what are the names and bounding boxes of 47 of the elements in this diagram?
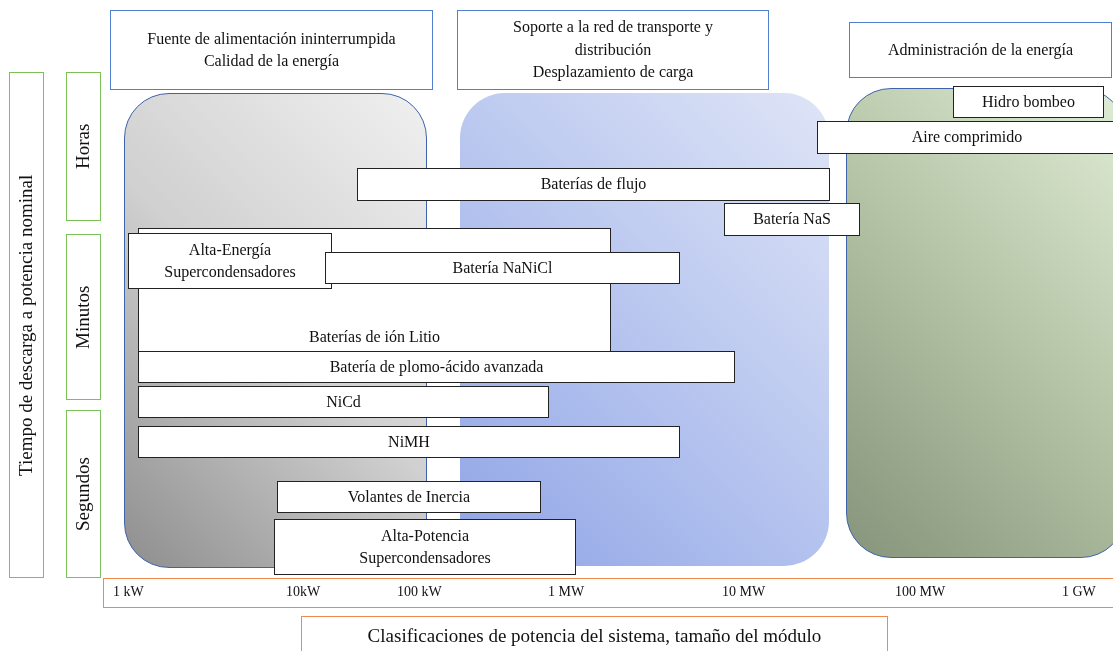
technology-bar: [817, 121, 1113, 154]
tick-label: 10kW: [286, 584, 321, 600]
application-box: [110, 10, 433, 90]
technology-bar: [357, 168, 830, 201]
box-label: Alta-Potencia Supercondensadores: [358, 525, 492, 569]
box-label: Soporte a la red de transporte y distribución: [512, 17, 714, 60]
box-label: NiCd: [326, 391, 361, 412]
box-label: Batería NaS: [753, 209, 831, 230]
tick-label: 1 GW: [1062, 584, 1096, 600]
tick-label: 100 MW: [895, 584, 946, 600]
axis-label: Segundos: [71, 457, 95, 531]
technology-bar: [277, 481, 541, 513]
box-label: Batería de plomo-ácido avanzada: [329, 356, 544, 378]
box-label: Alta-Energía Supercondensadores: [163, 239, 297, 283]
technology-bar: [953, 86, 1104, 118]
tick-label: 1 MW: [548, 584, 585, 600]
tick-label: 1 kW: [113, 584, 144, 600]
time-range-box: [66, 72, 101, 221]
axis-label: Minutos: [71, 285, 95, 349]
axis-title-box: [9, 72, 44, 578]
axis-label: Clasificaciones de potencia del sistema, tamaño del módulo: [367, 624, 822, 649]
box-label: Aire comprimido: [911, 127, 1023, 148]
technology-bar: [138, 351, 735, 383]
technology-bar: [138, 426, 680, 458]
tick-label: 100 kW: [397, 584, 442, 600]
axis-label: Tiempo de descarga a potencia nominal: [14, 174, 38, 476]
time-range-box: [66, 410, 101, 578]
axis-title-box: [301, 616, 888, 651]
box-label: Batería NaNiCl: [452, 257, 553, 278]
application-box: [849, 22, 1112, 78]
technology-bar: [138, 386, 549, 418]
box-label: Hidro bombeo: [982, 91, 1075, 112]
box-label: Calidad de la energía: [203, 51, 340, 72]
box-label: Desplazamiento de carga: [532, 62, 694, 83]
application-box: [457, 10, 769, 90]
tick-label: 10 MW: [722, 584, 766, 600]
technology-bar: [325, 252, 680, 284]
box-label: Baterías de flujo: [540, 174, 647, 195]
axis-label: Horas: [71, 123, 95, 170]
box-label: Fuente de alimentación ininterrumpida: [147, 28, 396, 50]
box-label: NiMH: [388, 431, 430, 452]
box-label: Administración de la energía: [888, 39, 1073, 61]
time-range-box: [66, 234, 101, 400]
box-label: Volantes de Inercia: [347, 486, 471, 507]
technology-bar: [274, 519, 576, 575]
box-label: Baterías de ión Litio: [308, 326, 441, 347]
technology-bar: [724, 203, 860, 236]
